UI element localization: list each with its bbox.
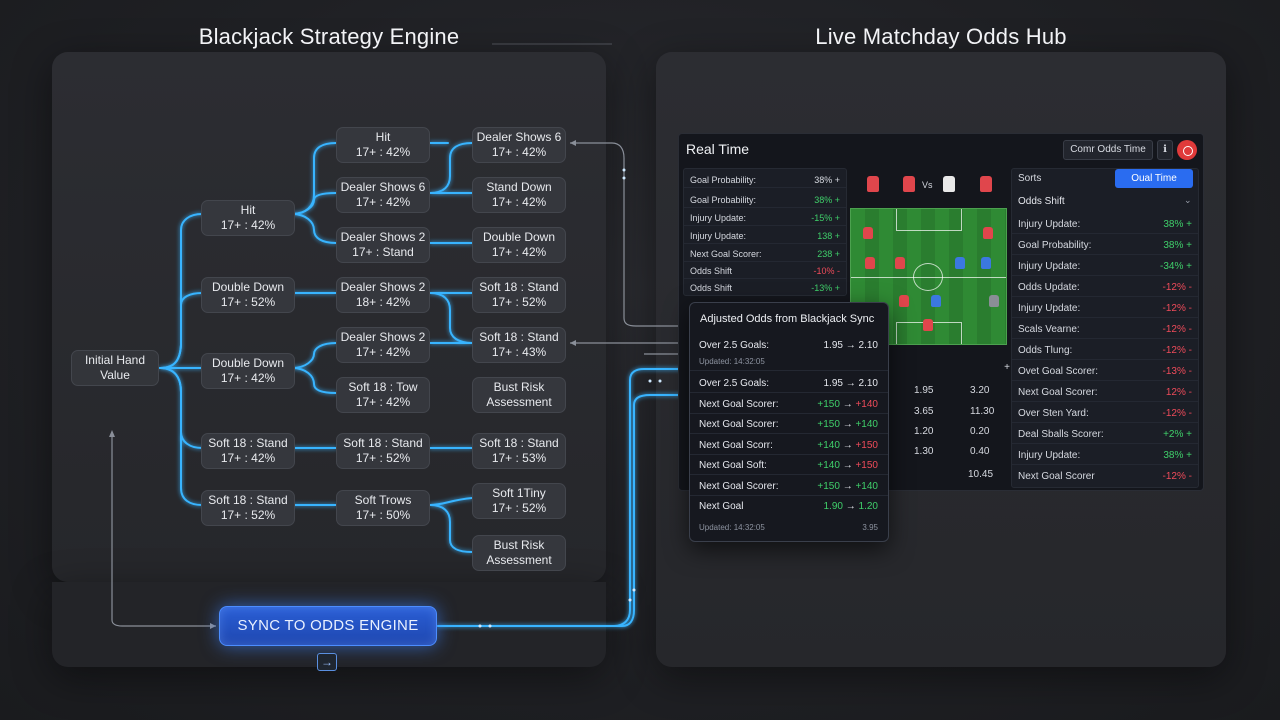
player-icon: [981, 257, 991, 269]
info-icon[interactable]: ℹ: [1157, 140, 1173, 160]
odds-cell: 10.45: [968, 469, 994, 480]
stat-row: Scals Vearne:-12% -: [1012, 319, 1198, 339]
player-icon: [989, 295, 999, 307]
stat-row: Injury Update:138 +: [684, 227, 846, 244]
odds-time-chip[interactable]: Comr Odds Time: [1063, 140, 1153, 160]
stat-row: Over Sten Yard:-12% -: [1012, 403, 1198, 423]
odds-adjust-row: Next Goal Scorr:+140 → +150: [690, 435, 888, 455]
odds-adjust-row: Over 2.5 Goals:1.95 → 2.10: [690, 373, 888, 393]
stat-row: Injury Update:-12% -: [1012, 298, 1198, 318]
player-icon: [923, 319, 933, 331]
player-icon: [867, 176, 879, 192]
player-icon: [899, 295, 909, 307]
odds-cell: 3.20: [970, 385, 990, 396]
odds-adjust-row: Over 2.5 Goals: 1.95 → 2.10 Updated: 14:…: [690, 335, 888, 371]
top-divider: [492, 43, 612, 45]
sorts-label: Sorts: [1018, 173, 1042, 184]
stat-row: Odds Shift-13% +: [690, 283, 840, 293]
left-stats-column: Goal Probability:38% + Goal Probability:…: [683, 168, 847, 296]
stat-row: Next Goal Scorer:238 +: [684, 245, 846, 262]
popup-footer-value: 3.95: [862, 523, 878, 532]
odds-cell: 3.65: [914, 406, 934, 417]
sync-to-odds-engine-button[interactable]: SYNC TO ODDS ENGINE: [219, 606, 437, 646]
player-icon: [865, 257, 875, 269]
player-icon: [983, 227, 993, 239]
odds-cell: 0.20: [970, 426, 990, 437]
player-icon: [863, 227, 873, 239]
odds-cell: 0.40: [970, 446, 990, 457]
odds-adjust-row: Next Goal Scorer:+150 → +140: [690, 476, 888, 496]
stat-row: Ovet Goal Scorer:-13% -: [1012, 361, 1198, 381]
adjusted-odds-popup: Adjusted Odds from Blackjack Sync Over 2…: [689, 302, 889, 542]
odds-cell: 1.30: [914, 446, 934, 457]
player-icon: [980, 176, 992, 192]
right-stats-column: [1011, 168, 1199, 488]
player-icon: [895, 257, 905, 269]
stat-row: Injury Update:38% +: [1012, 445, 1198, 465]
stat-row: Injury Update:38% +: [1012, 214, 1198, 234]
odds-shift-select[interactable]: Odds Shift: [1018, 196, 1065, 207]
record-icon[interactable]: [1177, 140, 1197, 160]
popup-title: Adjusted Odds from Blackjack Sync: [700, 313, 875, 325]
odds-hub-title: Live Matchday Odds Hub: [815, 24, 1067, 49]
dashboard-title: Real Time: [686, 141, 750, 157]
stat-row: Odds Shift-10% -: [684, 262, 846, 279]
odds-cell: 1.20: [914, 426, 934, 437]
vs-label: Vs: [922, 180, 933, 190]
team-lineup-header: Vs: [850, 168, 1007, 208]
stat-row: Odds Update:-12% -: [1012, 277, 1198, 297]
player-icon: [903, 176, 915, 192]
stat-row: Next Goal Scorer:12% -: [1012, 382, 1198, 402]
stat-row: Odds Tlung:-12% -: [1012, 340, 1198, 360]
player-icon: [931, 295, 941, 307]
stat-row: Next Goal Scorer-12% -: [1018, 471, 1192, 482]
stat-row: Goal Probability:38% +: [684, 191, 846, 208]
add-icon[interactable]: +: [1004, 362, 1010, 373]
odds-mini-table: + 1.95 3.20 3.65 11.30 1.20 0.20 1.30 0.…: [890, 356, 1010, 486]
player-icon: [955, 257, 965, 269]
chevron-down-icon[interactable]: ⌄: [1184, 195, 1192, 205]
odds-cell: 11.30: [970, 406, 995, 417]
stat-row: Goal Probability:38% +: [684, 171, 846, 188]
player-icon: [943, 176, 955, 192]
arrow-right-icon[interactable]: →: [317, 653, 337, 671]
odds-adjust-row: Next Goal Soft:+140 → +150: [690, 455, 888, 475]
stat-row: Injury Update:-34% +: [1012, 256, 1198, 276]
odds-adjust-row: Next Goal Scorer:+150 → +140: [690, 394, 888, 414]
popup-updated-time: Updated: 14:32:05: [699, 523, 765, 532]
strategy-panel-title: Blackjack Strategy Engine: [198, 24, 460, 49]
stat-row: Goal Probability:38% +: [1012, 235, 1198, 255]
stat-row: Deal Sballs Scorer:+2% +: [1012, 424, 1198, 444]
odds-adjust-row: Next Goal Scorer:+150 → +140: [690, 414, 888, 434]
oual-time-button[interactable]: Oual Time: [1115, 169, 1193, 188]
stat-row: Injury Update:-15% +: [684, 209, 846, 226]
odds-cell: 1.95: [914, 385, 934, 396]
